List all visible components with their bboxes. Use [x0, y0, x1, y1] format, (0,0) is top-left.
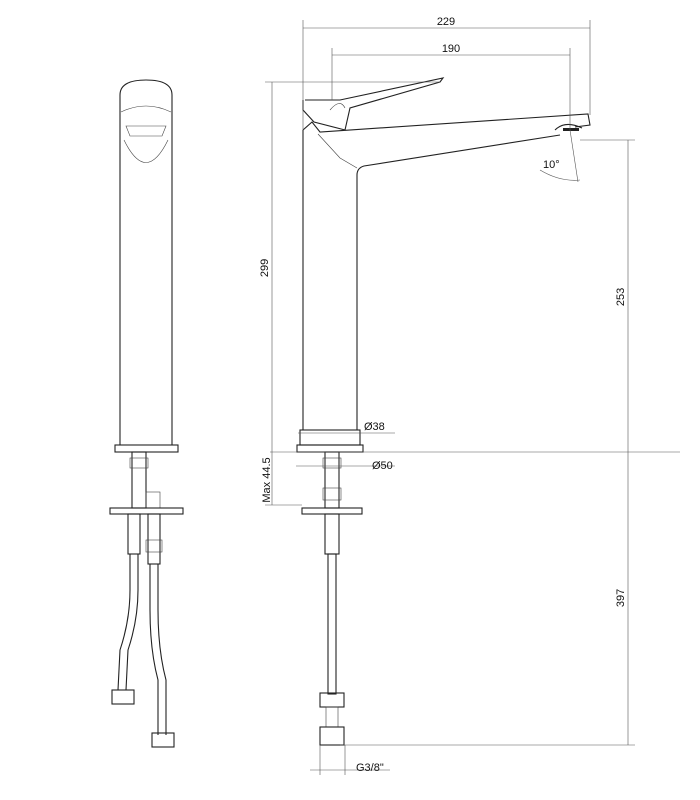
- dim-connection-thread: G3/8": [356, 762, 384, 774]
- dim-total-height: 299: [259, 259, 271, 277]
- dim-spout-reach: 190: [442, 43, 460, 55]
- dimension-lines: [265, 20, 680, 775]
- dim-outlet-angle: 10°: [543, 159, 560, 171]
- dim-hose-length: 397: [615, 589, 627, 607]
- side-view: [296, 77, 591, 746]
- dim-max-deck: Max 44.5: [261, 457, 273, 502]
- dim-spout-height: 253: [615, 288, 627, 306]
- dim-base-diameter: Ø50: [372, 460, 393, 472]
- dim-body-diameter: Ø38: [364, 421, 385, 433]
- front-view: [109, 79, 184, 748]
- dim-overall-reach: 229: [437, 16, 455, 28]
